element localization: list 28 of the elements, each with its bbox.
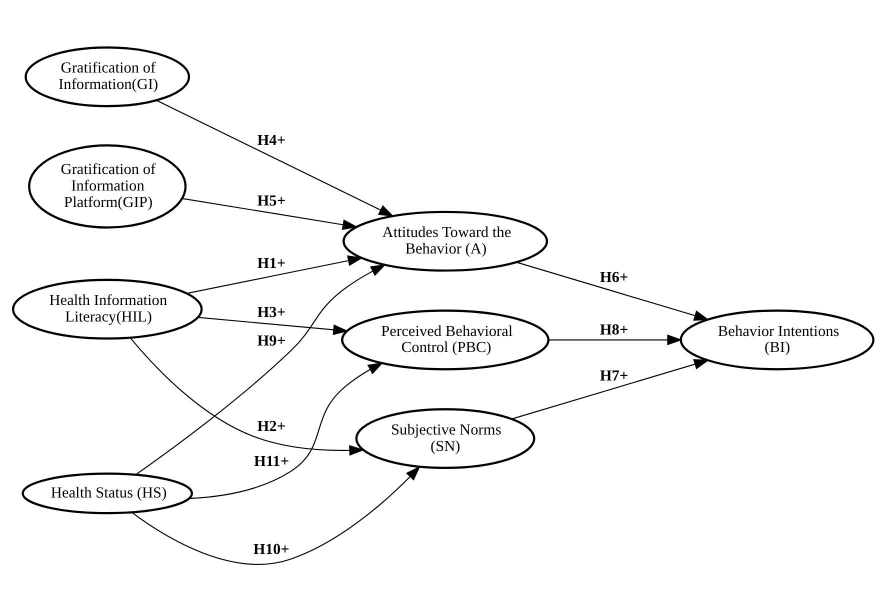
node-ellipse: Health Status (HS): [22, 472, 194, 514]
edge-label: H3+: [257, 304, 286, 321]
arrow: [189, 362, 384, 498]
arrow: [512, 358, 710, 419]
arrow: [516, 261, 710, 320]
edge-label: H1+: [257, 254, 286, 272]
edge-label: H4+: [257, 132, 286, 149]
arrow: [131, 465, 420, 564]
node-ellipse: Gratification of Information Platform(GIP): [28, 144, 187, 228]
node-ellipse: Health Information Literacy(HIL): [12, 278, 203, 340]
arrow: [198, 316, 349, 335]
edge-label: H6+: [600, 268, 628, 286]
arrow: [182, 198, 358, 230]
node-ellipse: Subjective Norms (SN): [355, 408, 536, 468]
arrow: [135, 264, 386, 475]
edge-label: H10+: [253, 540, 290, 558]
arrow: [548, 334, 683, 345]
edge-label: H2+: [257, 418, 286, 435]
arrow: [156, 99, 394, 216]
edge-label: H11+: [254, 452, 290, 470]
edge-label: H5+: [257, 192, 286, 209]
arrow: [130, 337, 365, 456]
edge-label: H9+: [257, 332, 286, 350]
arrow: [187, 254, 364, 294]
node-ellipse: Gratification of Information(GI): [24, 46, 190, 107]
edge-label: H7+: [600, 367, 628, 384]
node-ellipse: Perceived Behavioral Control (PBC): [341, 309, 550, 370]
edge-label: H8+: [600, 321, 628, 338]
